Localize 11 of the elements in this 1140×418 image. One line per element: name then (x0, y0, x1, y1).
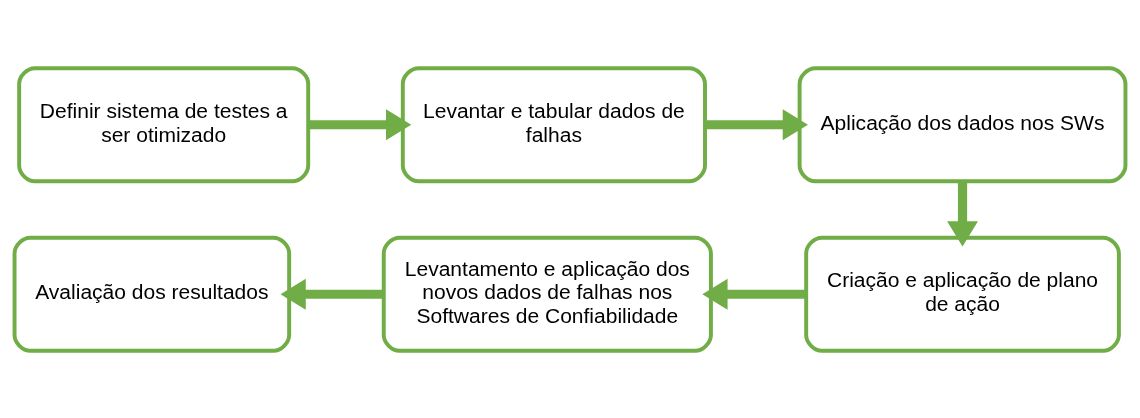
arrow (308, 108, 412, 140)
node-box: Levantamento e aplicação dos novos dados de falhas nos Softwares de Confiabilidade (381, 235, 713, 353)
node-box: Levantar e tabular dados de falhas (400, 65, 707, 183)
node-box: Aplicação dos dados nos SWs (797, 65, 1128, 183)
arrow (702, 278, 806, 310)
node-box: Criação e aplicação de plano de ação (804, 235, 1121, 353)
arrow (947, 181, 978, 246)
arrow (705, 108, 808, 140)
node-box: Definir sistema de testes a ser otimizado (17, 65, 311, 183)
node-box: Avaliação dos resultados (12, 235, 292, 353)
arrow (280, 278, 384, 310)
